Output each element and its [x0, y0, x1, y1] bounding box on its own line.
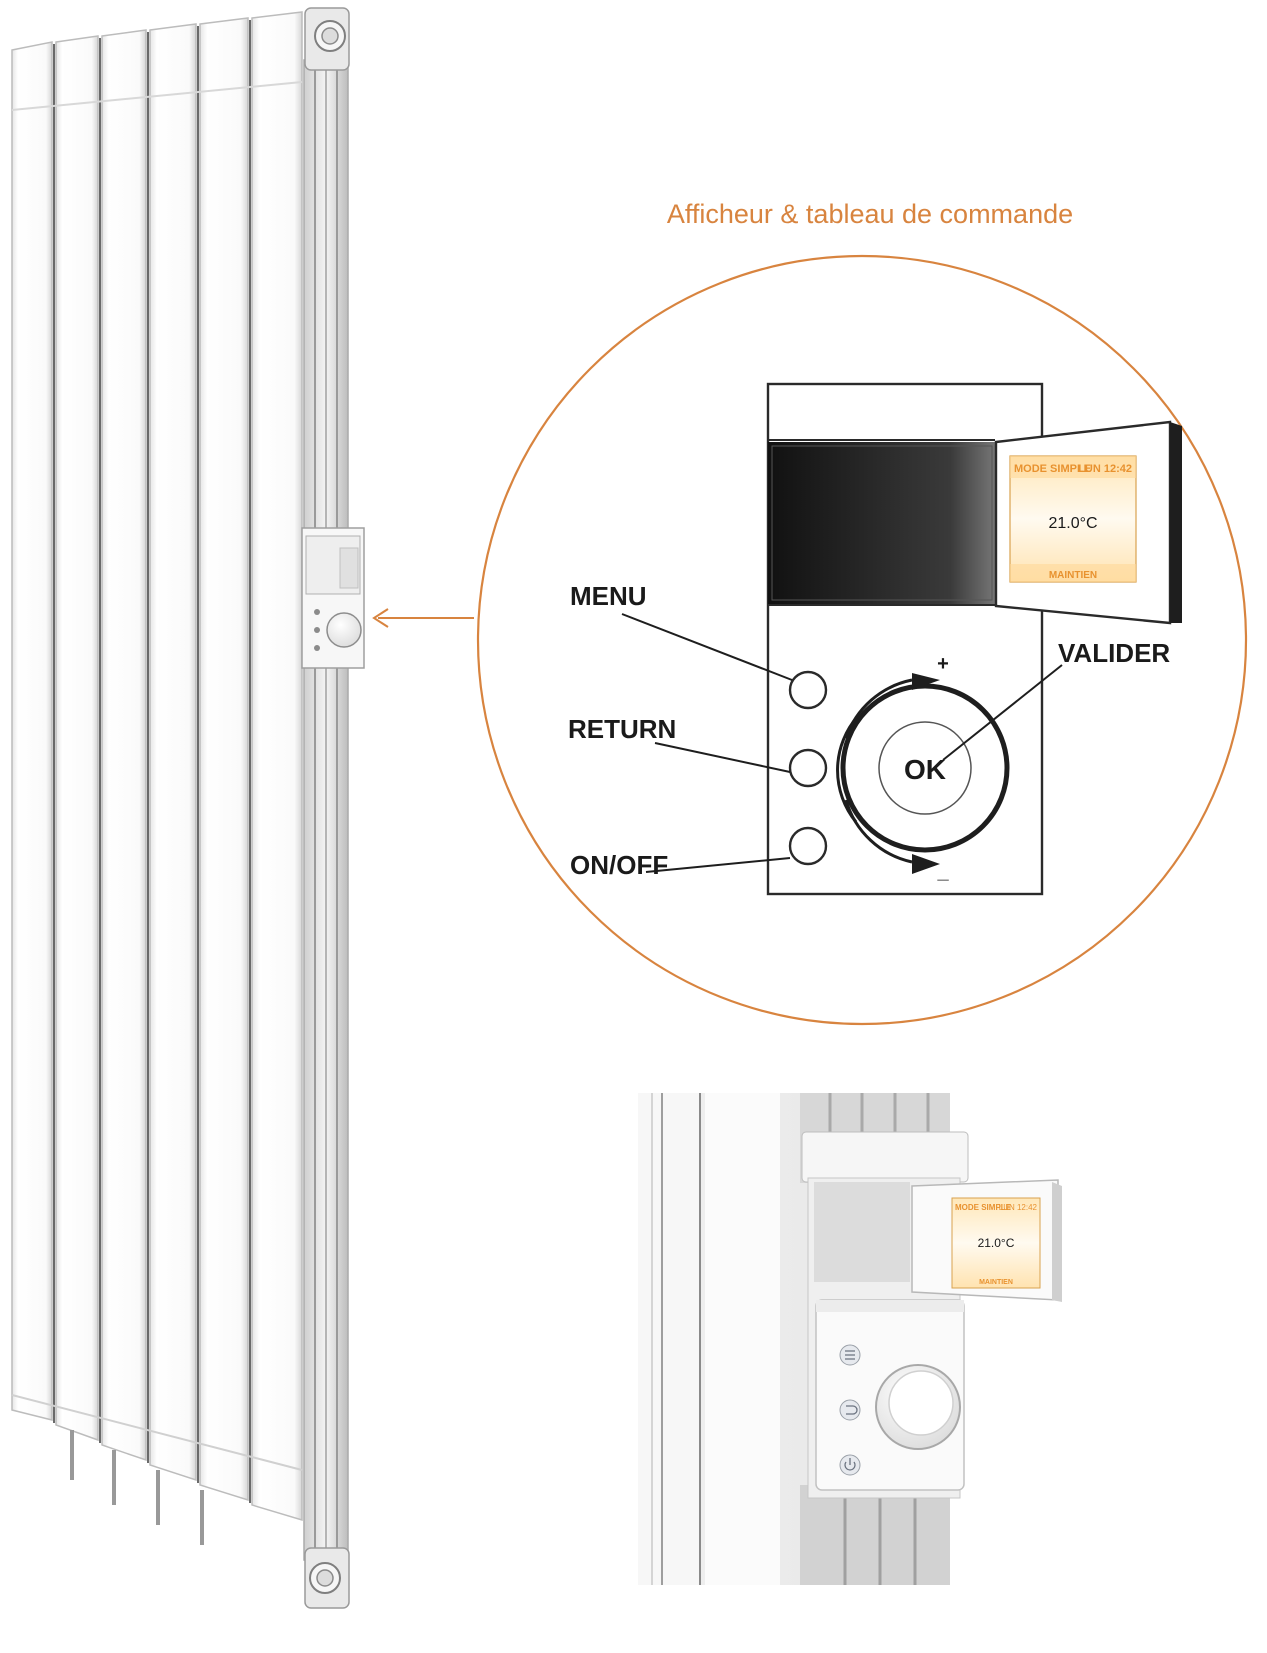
lcd-temperature-text: 21.0°C [1048, 515, 1097, 532]
callout-pointer-arrow [372, 608, 474, 628]
control-unit-photo: MODE SIMPLE LUN 12:42 21.0°C MAINTIEN [638, 1093, 1062, 1585]
photo-lcd-temperature: 21.0°C [978, 1236, 1015, 1250]
callout-circle [476, 254, 1248, 1026]
return-arrow-icon [846, 1405, 858, 1415]
radiator-knob [326, 612, 362, 648]
return-label: RETURN [568, 714, 676, 744]
onoff-label: ON/OFF [570, 850, 668, 880]
photo-lcd-mode: MODE SIMPLE [955, 1203, 1012, 1212]
radiator-fins [11, 11, 303, 1545]
control-panel-diagram: MODE SIMPLE LUN 12:42 21.0°C MAINTIEN OK… [568, 382, 1182, 896]
return-button[interactable] [788, 748, 828, 788]
minus-sign: _ [936, 861, 949, 883]
photo-return-button [839, 1399, 861, 1421]
radiator-side-tubes [303, 7, 350, 1609]
flip-out-display: MODE SIMPLE LUN 12:42 21.0°C MAINTIEN [994, 420, 1182, 625]
lcd-status-text: MAINTIEN [1049, 570, 1097, 581]
menu-button[interactable] [788, 670, 828, 710]
radiator-fin [101, 29, 147, 1462]
photo-lcd-clock: LUN 12:42 [999, 1203, 1038, 1212]
radiator-fin [251, 11, 303, 1522]
ok-button[interactable] [878, 721, 972, 815]
onoff-button[interactable] [788, 826, 828, 866]
menu-label: MENU [570, 581, 647, 611]
photo-lcd-status: MAINTIEN [979, 1279, 1013, 1286]
radiator-control-module [301, 527, 365, 669]
valider-label: VALIDER [1058, 638, 1170, 668]
callout-title: Afficheur & tableau de commande [667, 199, 1073, 229]
photo-lcd-screen [951, 1197, 1041, 1289]
screen-cavity [768, 442, 996, 604]
ok-label: OK [904, 754, 946, 785]
radiator-fin [11, 41, 53, 1421]
lcd-mode-text: MODE SIMPLE [1014, 463, 1091, 475]
lcd-clock-text: LUN 12:42 [1078, 463, 1132, 475]
radiator-fin [199, 17, 249, 1502]
plus-sign: + [937, 653, 949, 675]
rotate-minus-arrow-icon [844, 799, 913, 864]
radiator [11, 7, 365, 1609]
menu-list-icon [845, 1350, 855, 1360]
radiator-fin [55, 35, 99, 1442]
radiator-fin [149, 23, 197, 1482]
rotary-knob[interactable]: OK [836, 683, 1010, 853]
rotate-plus-arrow-icon [844, 678, 913, 739]
power-icon [844, 1458, 856, 1471]
